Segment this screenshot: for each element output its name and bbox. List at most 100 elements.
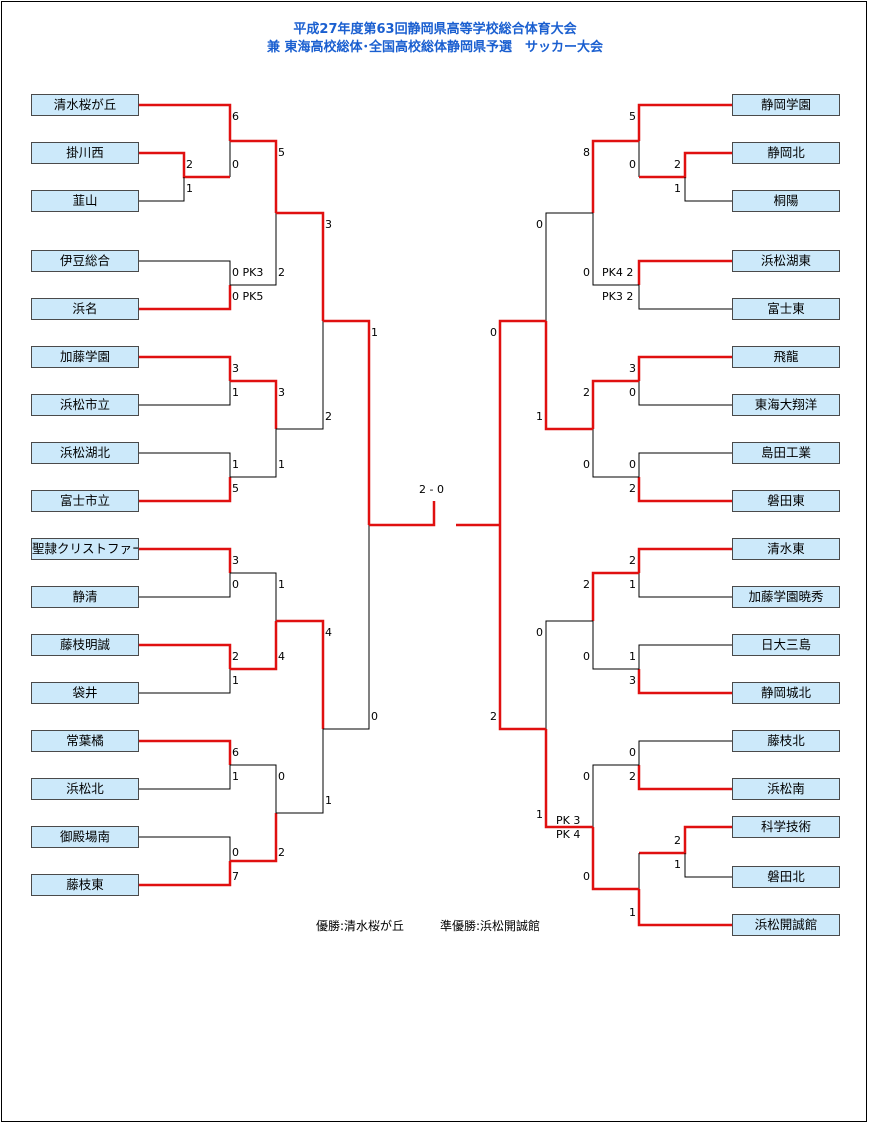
bracket-line xyxy=(230,213,277,286)
score-r3-3: PK 3 xyxy=(556,814,581,827)
score-l1-5: 0 PK5 xyxy=(232,290,264,303)
score-r1-9: 2 xyxy=(629,482,636,495)
score-r2-4: 2 xyxy=(583,578,590,591)
team-left-8: 富士市立 xyxy=(31,490,139,512)
team-left-1: 掛川西 xyxy=(31,142,139,164)
winner-path xyxy=(276,619,325,729)
team-right-16: 磐田北 xyxy=(732,866,840,888)
team-left-3: 伊豆総合 xyxy=(31,250,139,272)
score-r2-8: 1 xyxy=(629,906,636,919)
score-r1-16: 2 xyxy=(674,834,681,847)
bracket-line xyxy=(230,764,277,813)
score-l1-6: 3 xyxy=(232,362,239,375)
winner-path xyxy=(230,139,278,213)
score-r1-0: 5 xyxy=(629,110,636,123)
score-r2-5: 0 xyxy=(583,650,590,663)
winner-path xyxy=(230,813,278,863)
score-l3-1: 2 xyxy=(325,410,332,423)
score-l1-2: 0 xyxy=(232,158,239,171)
team-left-5: 加藤学園 xyxy=(31,346,139,368)
winner-path xyxy=(639,151,732,179)
team-right-8: 磐田東 xyxy=(732,490,840,512)
winner-path xyxy=(139,739,232,765)
bracket-line xyxy=(139,669,231,694)
score-r1-8: 0 xyxy=(629,458,636,471)
winner-path xyxy=(139,103,232,141)
team-left-13: 常葉橘 xyxy=(31,730,139,752)
score-r1-6: 3 xyxy=(629,362,636,375)
bracket-line xyxy=(684,177,732,202)
final-score: 2 - 0 xyxy=(419,483,444,496)
winner-path xyxy=(637,889,732,927)
score-r1-15: 2 xyxy=(629,770,636,783)
bracket-line xyxy=(230,572,277,621)
score-r1-11: 1 xyxy=(629,578,636,591)
winner-path xyxy=(498,525,546,731)
team-right-11: 日大三島 xyxy=(732,634,840,656)
bracket-line xyxy=(139,381,231,406)
score-l1-10: 3 xyxy=(232,554,239,567)
winner-path xyxy=(544,729,593,829)
score-r1-13: 3 xyxy=(629,674,636,687)
bracket-line xyxy=(323,525,370,730)
team-left-16: 藤枝東 xyxy=(31,874,139,896)
tournament-subtitle: 兼 東海高校総体･全国高校総体静岡県予選 サッカー大会 xyxy=(266,40,604,55)
winner-path xyxy=(369,501,436,527)
score-r1-1: 2 xyxy=(674,158,681,171)
winner-path xyxy=(139,643,232,669)
score-l2-5: 4 xyxy=(278,650,285,663)
bracket-line xyxy=(139,452,231,477)
score-l1-9: 5 xyxy=(232,482,239,495)
score-l2-2: 3 xyxy=(278,386,285,399)
score-r4-1: 2 xyxy=(490,710,497,723)
bracket-line xyxy=(638,285,732,310)
bracket-line xyxy=(139,836,231,861)
score-l2-4: 1 xyxy=(278,578,285,591)
winner-path xyxy=(591,139,639,213)
score-l4-1: 0 xyxy=(371,710,378,723)
team-left-9: 聖隷クリストファー xyxy=(31,538,139,560)
winner-path xyxy=(139,477,232,503)
winner-path xyxy=(323,319,371,525)
team-left-10: 静清 xyxy=(31,586,139,608)
winner-path xyxy=(591,827,639,891)
team-left-6: 浜松市立 xyxy=(31,394,139,416)
score-r1-2: 0 xyxy=(629,158,636,171)
team-right-10: 加藤学園暁秀 xyxy=(732,586,840,608)
winner-path xyxy=(498,319,546,525)
winner-path xyxy=(637,765,732,791)
team-right-15: 科学技術 xyxy=(732,816,840,838)
winner-path xyxy=(637,547,732,573)
winner-path xyxy=(139,861,232,887)
bracket-line xyxy=(638,573,732,598)
winner-path xyxy=(591,571,639,621)
score-r2-6: 0 xyxy=(583,770,590,783)
score-r2-3: 0 xyxy=(583,458,590,471)
team-left-7: 浜松湖北 xyxy=(31,442,139,464)
winner-path xyxy=(544,321,593,431)
score-l1-7: 1 xyxy=(232,386,239,399)
score-r3-0: 0 xyxy=(536,218,543,231)
runner-up-result: 準優勝:浜松開誠館 xyxy=(440,919,541,933)
winner-path xyxy=(637,103,732,141)
team-left-4: 浜名 xyxy=(31,298,139,320)
score-l3-3: 1 xyxy=(325,794,332,807)
score-r2-1: 0 xyxy=(583,266,590,279)
team-left-12: 袋井 xyxy=(31,682,139,704)
winner-path xyxy=(276,211,325,321)
team-right-12: 静岡城北 xyxy=(732,682,840,704)
score-l1-16: 0 xyxy=(232,846,239,859)
team-right-7: 島田工業 xyxy=(732,442,840,464)
score-r4-0: 0 xyxy=(490,326,497,339)
score-r1-5: PK3 2 xyxy=(602,290,634,303)
score-r3-1: 1 xyxy=(536,410,543,423)
score-l1-0: 6 xyxy=(232,110,239,123)
winner-path xyxy=(637,477,732,503)
team-right-17: 浜松開誠館 xyxy=(732,914,840,936)
team-left-14: 浜松北 xyxy=(31,778,139,800)
score-r2-0: 8 xyxy=(583,146,590,159)
score-l1-4: 0 PK3 xyxy=(232,266,264,279)
bracket-line xyxy=(592,213,639,286)
score-l1-1: 2 xyxy=(186,158,193,171)
